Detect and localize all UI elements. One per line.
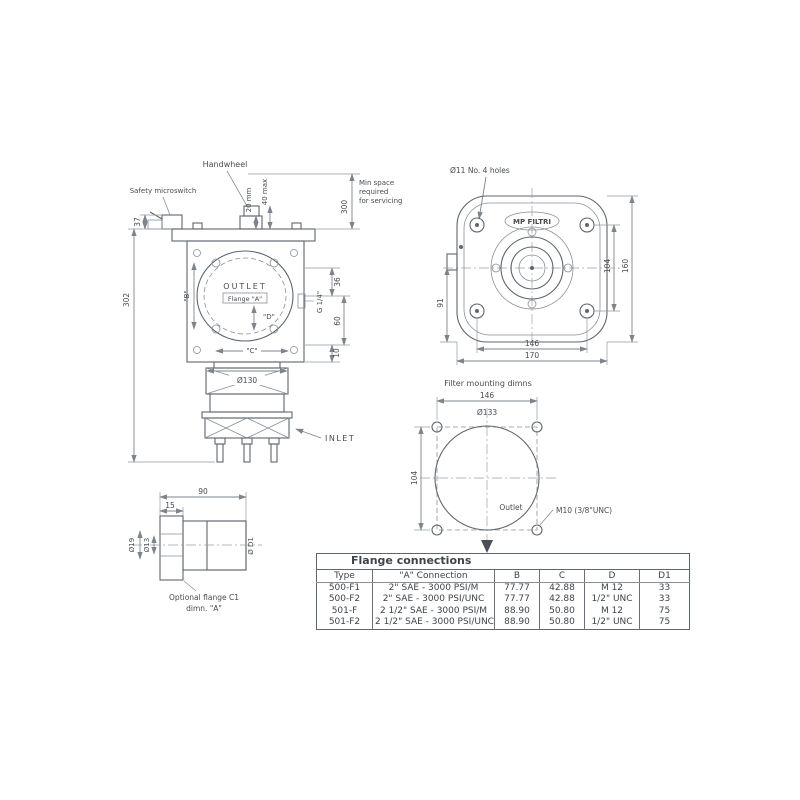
mounting-view: Filter mounting dimns 146 Ø133 104 Outle…	[410, 379, 612, 553]
dim-91: 91	[436, 298, 445, 308]
dim-302: 302	[122, 293, 131, 308]
table-row: 500-F2 2" SAE - 3000 PSI/UNC 77.77 42.88…	[317, 594, 690, 606]
dim-130: Ø130	[237, 376, 257, 385]
dim-d: "D"	[263, 313, 275, 321]
dim-19: Ø19	[128, 538, 136, 552]
cell-type: 501-F	[331, 605, 358, 616]
table-title: Flange connections	[316, 553, 690, 570]
dim-40max: 40 max	[261, 179, 269, 205]
dim-146-mounting: 146	[480, 391, 495, 400]
detail-caption-line2: dimn. "A"	[186, 604, 222, 613]
cell-c: 42.88	[539, 594, 585, 606]
cell-d1: 33	[638, 594, 690, 606]
dim-300: 300	[340, 200, 349, 215]
col-header-type: Type	[316, 569, 373, 583]
cell-d1: 33	[638, 582, 690, 594]
inlet-label: INLET	[325, 434, 355, 443]
mounting-title: Filter mounting dimns	[444, 379, 532, 388]
dim-160: 160	[621, 259, 630, 274]
cell-c: 50.80	[539, 617, 585, 629]
dim-c: "C"	[246, 347, 257, 355]
cell-b: 88.90	[494, 605, 540, 617]
cell-b: 77.77	[494, 582, 540, 594]
dim-15: 15	[165, 501, 175, 510]
cell-d: M 12	[584, 605, 640, 617]
min-space-line1: Min space	[359, 179, 394, 187]
side-view: Handwheel Safety microswitch OUTLET Flan…	[122, 160, 402, 463]
col-header-d: D	[584, 569, 640, 583]
cell-d: 1/2" UNC	[584, 594, 640, 606]
dim-13: Ø13	[143, 538, 151, 552]
cell-c: 42.88	[539, 582, 585, 594]
mounting-outlet-label: Outlet	[499, 503, 522, 512]
dim-90: 90	[198, 487, 208, 496]
dim-170: 170	[525, 351, 540, 360]
dim-146-front: 146	[525, 339, 540, 348]
col-header-c: C	[539, 569, 585, 583]
cell-type: 500-F1	[328, 582, 361, 593]
dim-d1: Ø D1	[247, 537, 255, 555]
table-title-row: Flange connections	[316, 553, 690, 570]
dim-104-mounting: 104	[410, 471, 419, 486]
dim-g14: G 1/4"	[316, 291, 324, 313]
cell-d1: 75	[638, 605, 690, 617]
dim-20mm: 20 mm	[245, 187, 253, 212]
table-row: 500-F1 2" SAE - 3000 PSI/M 77.77 42.88 M…	[317, 582, 690, 594]
col-header-connection: "A" Connection	[372, 569, 495, 583]
min-space-line3: for servicing	[359, 197, 402, 205]
cell-connection: 2 1/2" SAE - 3000 PSI/M	[372, 605, 495, 617]
cell-d: 1/2" UNC	[584, 617, 640, 629]
dim-60: 60	[333, 316, 342, 326]
cell-d: M 12	[584, 582, 640, 594]
flange-a-label: Flange "A"	[228, 295, 262, 303]
cell-type: 501-F2	[328, 617, 361, 627]
detail-caption-line1: Optional flange C1	[169, 593, 239, 602]
dim-36: 36	[333, 277, 342, 287]
handwheel-label: Handwheel	[203, 160, 248, 169]
cell-b: 88.90	[494, 617, 540, 629]
cell-c: 50.80	[539, 605, 585, 617]
detail-view: 90 15 Ø19 Ø13 Ø D1 Optional flange C1 di…	[128, 487, 262, 613]
min-space-line2: required	[359, 188, 388, 196]
dim-104-front: 104	[603, 259, 612, 274]
cell-b: 77.77	[494, 594, 540, 606]
cell-connection: 2" SAE - 3000 PSI/M	[372, 582, 495, 594]
dim-37: 37	[133, 217, 142, 227]
col-header-b: B	[494, 569, 540, 583]
front-view: Ø11 No. 4 holes MP FILTRI 91	[436, 166, 638, 365]
holes-note: Ø11 No. 4 holes	[450, 166, 510, 175]
table-row: 501-F 2 1/2" SAE - 3000 PSI/M 88.90 50.8…	[317, 605, 690, 617]
table-header-row: Type "A" Connection B C D D1	[316, 569, 690, 583]
dim-10: 10	[332, 348, 341, 358]
dim-b: "B"	[183, 290, 191, 301]
flange-connections-table: Flange connections Type "A" Connection B…	[316, 553, 691, 630]
cell-connection: 2 1/2" SAE - 3000 PSI/UNC	[372, 617, 495, 629]
outlet-label: OUTLET	[223, 282, 266, 291]
thread-note: M10 (3/8"UNC)	[556, 506, 612, 515]
brand-logo: MP FILTRI	[513, 218, 551, 226]
col-header-d1: D1	[638, 569, 690, 583]
down-arrow-icon	[481, 540, 493, 553]
mounting-studs	[214, 437, 280, 463]
safety-microswitch-label: Safety microswitch	[130, 187, 197, 195]
cell-connection: 2" SAE - 3000 PSI/UNC	[372, 594, 495, 606]
cell-d1: 75	[638, 617, 690, 629]
table-row: 501-F2 2 1/2" SAE - 3000 PSI/UNC 88.90 5…	[317, 617, 690, 629]
cell-type: 500-F2	[328, 594, 361, 604]
